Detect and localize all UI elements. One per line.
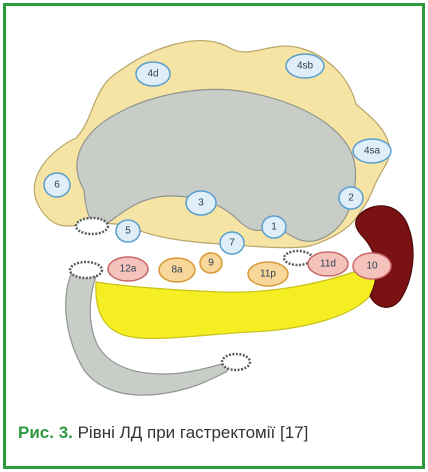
lymph-node-7: 7 (220, 232, 244, 254)
svg-text:4sb: 4sb (297, 61, 314, 72)
svg-text:11p: 11p (260, 269, 276, 280)
lymph-node-4sb: 4sb (286, 54, 324, 78)
figure-number: Рис. 3. (18, 423, 73, 442)
lymph-node-3: 3 (186, 191, 216, 215)
svg-text:7: 7 (229, 238, 235, 249)
duodenum-cut-end (70, 262, 102, 278)
lymph-node-9: 9 (200, 253, 222, 273)
svg-text:8a: 8a (171, 265, 183, 276)
svg-text:4d: 4d (147, 69, 158, 80)
svg-text:4sa: 4sa (364, 146, 381, 157)
lymph-node-4sa: 4sa (353, 139, 391, 163)
svg-text:3: 3 (198, 198, 204, 209)
lymph-node-11p: 11p (248, 262, 288, 286)
svg-text:10: 10 (366, 261, 378, 272)
lymph-node-6: 6 (44, 173, 70, 197)
lymph-node-5: 5 (116, 220, 140, 242)
svg-text:1: 1 (271, 222, 277, 233)
jejunum-cut-end (222, 354, 250, 370)
lymph-node-2: 2 (339, 187, 363, 209)
svg-text:5: 5 (125, 226, 131, 237)
lymph-node-10: 10 (353, 253, 391, 279)
lymph-node-12a: 12a (108, 257, 148, 281)
lymph-node-11d: 11d (308, 252, 348, 276)
lymph-node-8a: 8a (159, 258, 195, 282)
caption-text: Рівні ЛД при гастректомії [17] (73, 423, 308, 442)
svg-text:12a: 12a (120, 264, 137, 275)
svg-text:6: 6 (54, 180, 60, 191)
svg-text:9: 9 (208, 258, 214, 269)
svg-text:11d: 11d (320, 259, 336, 270)
esophagus-cut-end (76, 218, 108, 234)
lymph-node-4d: 4d (136, 62, 170, 86)
svg-text:2: 2 (348, 193, 354, 204)
figure-caption: Рис. 3. Рівні ЛД при гастректомії [17] (18, 423, 308, 443)
lymph-node-1: 1 (262, 216, 286, 238)
